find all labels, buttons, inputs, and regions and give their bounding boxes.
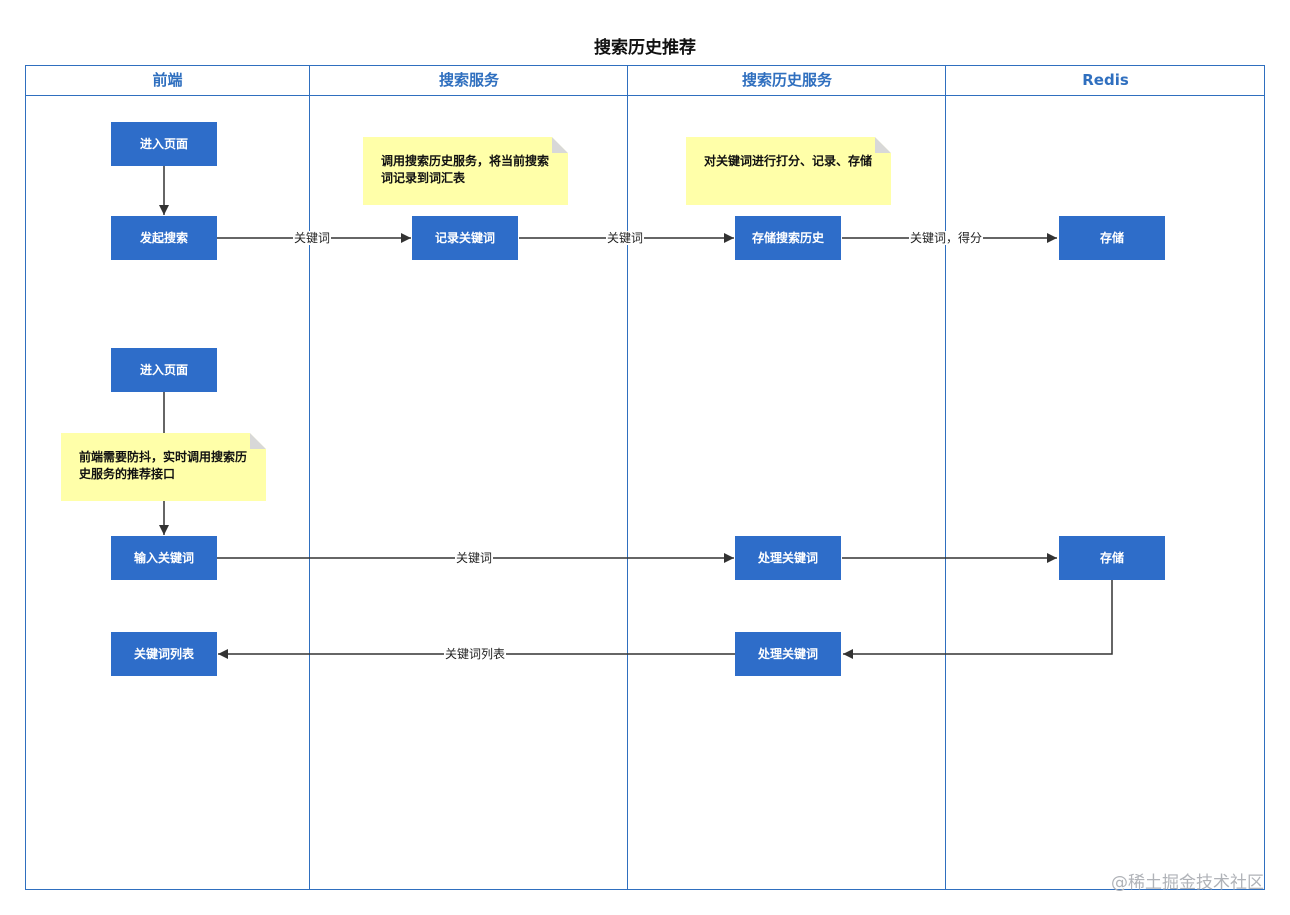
note-fold-icon: [250, 433, 266, 449]
note-search-service: 调用搜索历史服务，将当前搜索词记录到词汇表: [363, 137, 568, 205]
lane-divider: [945, 65, 946, 890]
lane-divider: [627, 65, 628, 890]
swimlane-frame: [25, 65, 1265, 890]
lane-header-history-service: 搜索历史服务: [628, 65, 946, 96]
note-fold-icon: [552, 137, 568, 153]
node-enter-page-2[interactable]: 进入页面: [111, 348, 217, 392]
note-text: 对关键词进行打分、记录、存储: [704, 154, 873, 168]
node-process-keyword-2[interactable]: 处理关键词: [735, 632, 841, 676]
edge-label-process-to-list: 关键词列表: [444, 647, 507, 661]
note-frontend: 前端需要防抖，实时调用搜索历史服务的推荐接口: [61, 433, 266, 501]
diagram-title: 搜索历史推荐: [594, 38, 696, 58]
edge-label-store-to-redis: 关键词，得分: [909, 231, 984, 245]
node-enter-page[interactable]: 进入页面: [111, 122, 217, 166]
lane-divider: [309, 65, 310, 890]
node-input-keyword[interactable]: 输入关键词: [111, 536, 217, 580]
node-keyword-list[interactable]: 关键词列表: [111, 632, 217, 676]
note-fold-icon: [875, 137, 891, 153]
edge-label-start-to-record: 关键词: [293, 231, 332, 245]
edge-label-input-to-process: 关键词: [455, 551, 494, 565]
lane-header-redis: Redis: [946, 65, 1265, 96]
node-redis-store[interactable]: 存储: [1059, 216, 1165, 260]
node-start-search[interactable]: 发起搜索: [111, 216, 217, 260]
node-store-history[interactable]: 存储搜索历史: [735, 216, 841, 260]
lane-header-frontend: 前端: [25, 65, 310, 96]
node-redis-store-2[interactable]: 存储: [1059, 536, 1165, 580]
note-text: 调用搜索历史服务，将当前搜索词记录到词汇表: [381, 154, 550, 185]
node-process-keyword[interactable]: 处理关键词: [735, 536, 841, 580]
note-history-service: 对关键词进行打分、记录、存储: [686, 137, 891, 205]
node-record-keyword[interactable]: 记录关键词: [412, 216, 518, 260]
lane-header-search-service: 搜索服务: [310, 65, 628, 96]
edge-redis-to-process: [843, 580, 1113, 659]
note-text: 前端需要防抖，实时调用搜索历史服务的推荐接口: [79, 450, 248, 481]
edge-label-record-to-store: 关键词: [606, 231, 645, 245]
watermark: @稀土掘金技术社区: [1111, 873, 1264, 893]
